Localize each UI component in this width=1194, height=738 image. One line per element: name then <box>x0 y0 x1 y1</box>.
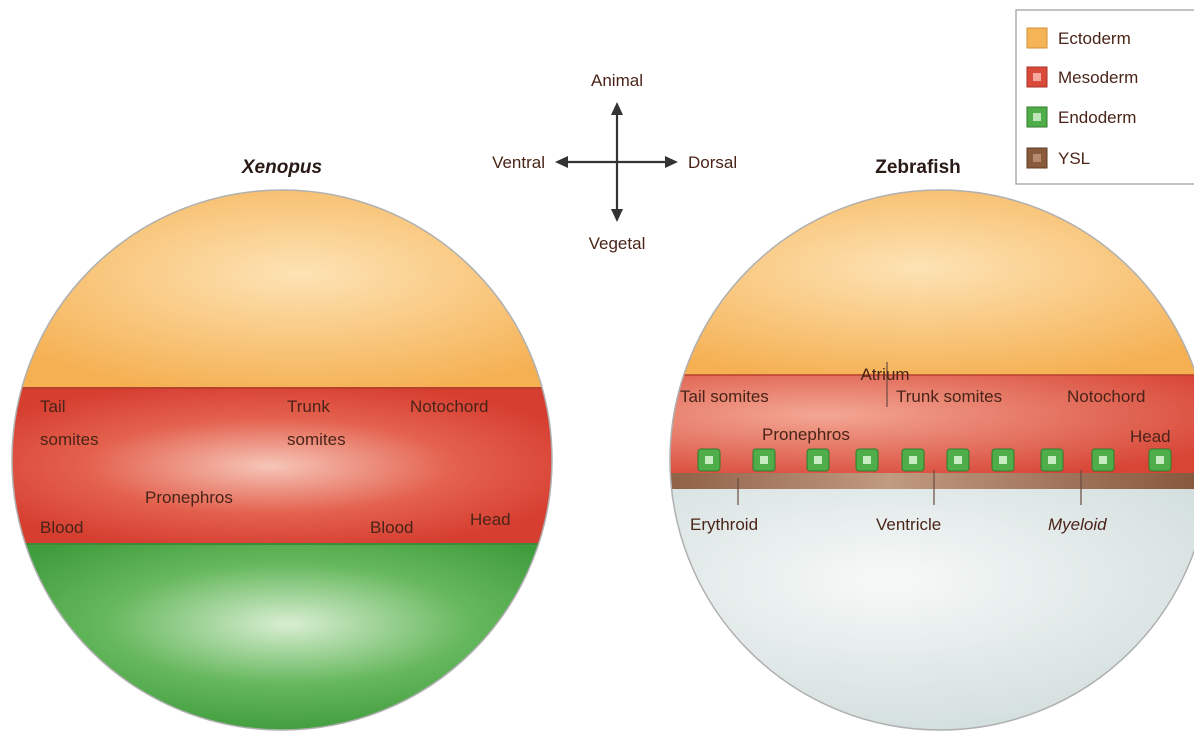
zebrafish-head: Head <box>1130 427 1171 446</box>
axis-compass <box>555 102 678 222</box>
xenopus-ectoderm <box>0 180 600 388</box>
zebrafish-trunk-somites: Trunk somites <box>896 387 1002 406</box>
zebrafish-embryo <box>600 180 1194 733</box>
compass-dorsal: Dorsal <box>688 153 737 172</box>
endoderm-cell-nucleus <box>1099 456 1107 464</box>
legend-label-ysl: YSL <box>1058 149 1090 168</box>
legend-label-mesoderm: Mesoderm <box>1058 68 1138 87</box>
endoderm-cell-nucleus <box>954 456 962 464</box>
xenopus-pronephros: Pronephros <box>145 488 233 507</box>
zebrafish-ventricle: Ventricle <box>876 515 941 534</box>
xenopus-endoderm <box>0 544 600 733</box>
xenopus-trunk-somites-line1: Trunk <box>287 397 330 416</box>
legend-item-ysl: YSL <box>1027 148 1090 168</box>
endoderm-cell-nucleus <box>814 456 822 464</box>
xenopus-tail-somites-line2: somites <box>40 430 99 449</box>
xenopus-trunk-somites-line2: somites <box>287 430 346 449</box>
xenopus-head: Head <box>470 510 511 529</box>
endoderm-cell-nucleus <box>705 456 713 464</box>
endoderm-cell-nucleus <box>863 456 871 464</box>
compass-ventral: Ventral <box>492 153 545 172</box>
zebrafish-tail-somites: Tail somites <box>680 387 769 406</box>
compass-animal: Animal <box>591 71 643 90</box>
xenopus-embryo <box>0 180 600 733</box>
zebrafish-erythroid: Erythroid <box>690 515 758 534</box>
compass-vegetal: Vegetal <box>589 234 646 253</box>
endoderm-cell-nucleus <box>1048 456 1056 464</box>
legend-item-endoderm: Endoderm <box>1027 107 1136 127</box>
xenopus-title: Xenopus <box>241 157 322 178</box>
zebrafish-ectoderm <box>600 180 1194 375</box>
zebrafish-notochord: Notochord <box>1067 387 1145 406</box>
xenopus-notochord: Notochord <box>410 397 488 416</box>
legend-label-endoderm: Endoderm <box>1058 108 1136 127</box>
zebrafish-pronephros: Pronephros <box>762 425 850 444</box>
endoderm-cell-nucleus <box>1156 456 1164 464</box>
endoderm-cell-nucleus <box>760 456 768 464</box>
xenopus-blood-right: Blood <box>370 518 413 537</box>
legend-swatch-ectoderm <box>1027 28 1047 48</box>
legend: Ectoderm Mesoderm Endoderm YSL <box>1016 10 1194 184</box>
legend-item-ectoderm: Ectoderm <box>1027 28 1131 48</box>
xenopus-blood-left: Blood <box>40 518 83 537</box>
legend-item-mesoderm: Mesoderm <box>1027 67 1138 87</box>
zebrafish-title: Zebrafish <box>875 157 961 178</box>
zebrafish-myeloid: Myeloid <box>1048 515 1107 534</box>
endoderm-cell-nucleus <box>999 456 1007 464</box>
legend-label-ectoderm: Ectoderm <box>1058 29 1131 48</box>
zebrafish-ysl <box>600 473 1194 489</box>
endoderm-cell-nucleus <box>909 456 917 464</box>
xenopus-tail-somites-line1: Tail <box>40 397 66 416</box>
zebrafish-atrium: Atrium <box>860 365 909 384</box>
